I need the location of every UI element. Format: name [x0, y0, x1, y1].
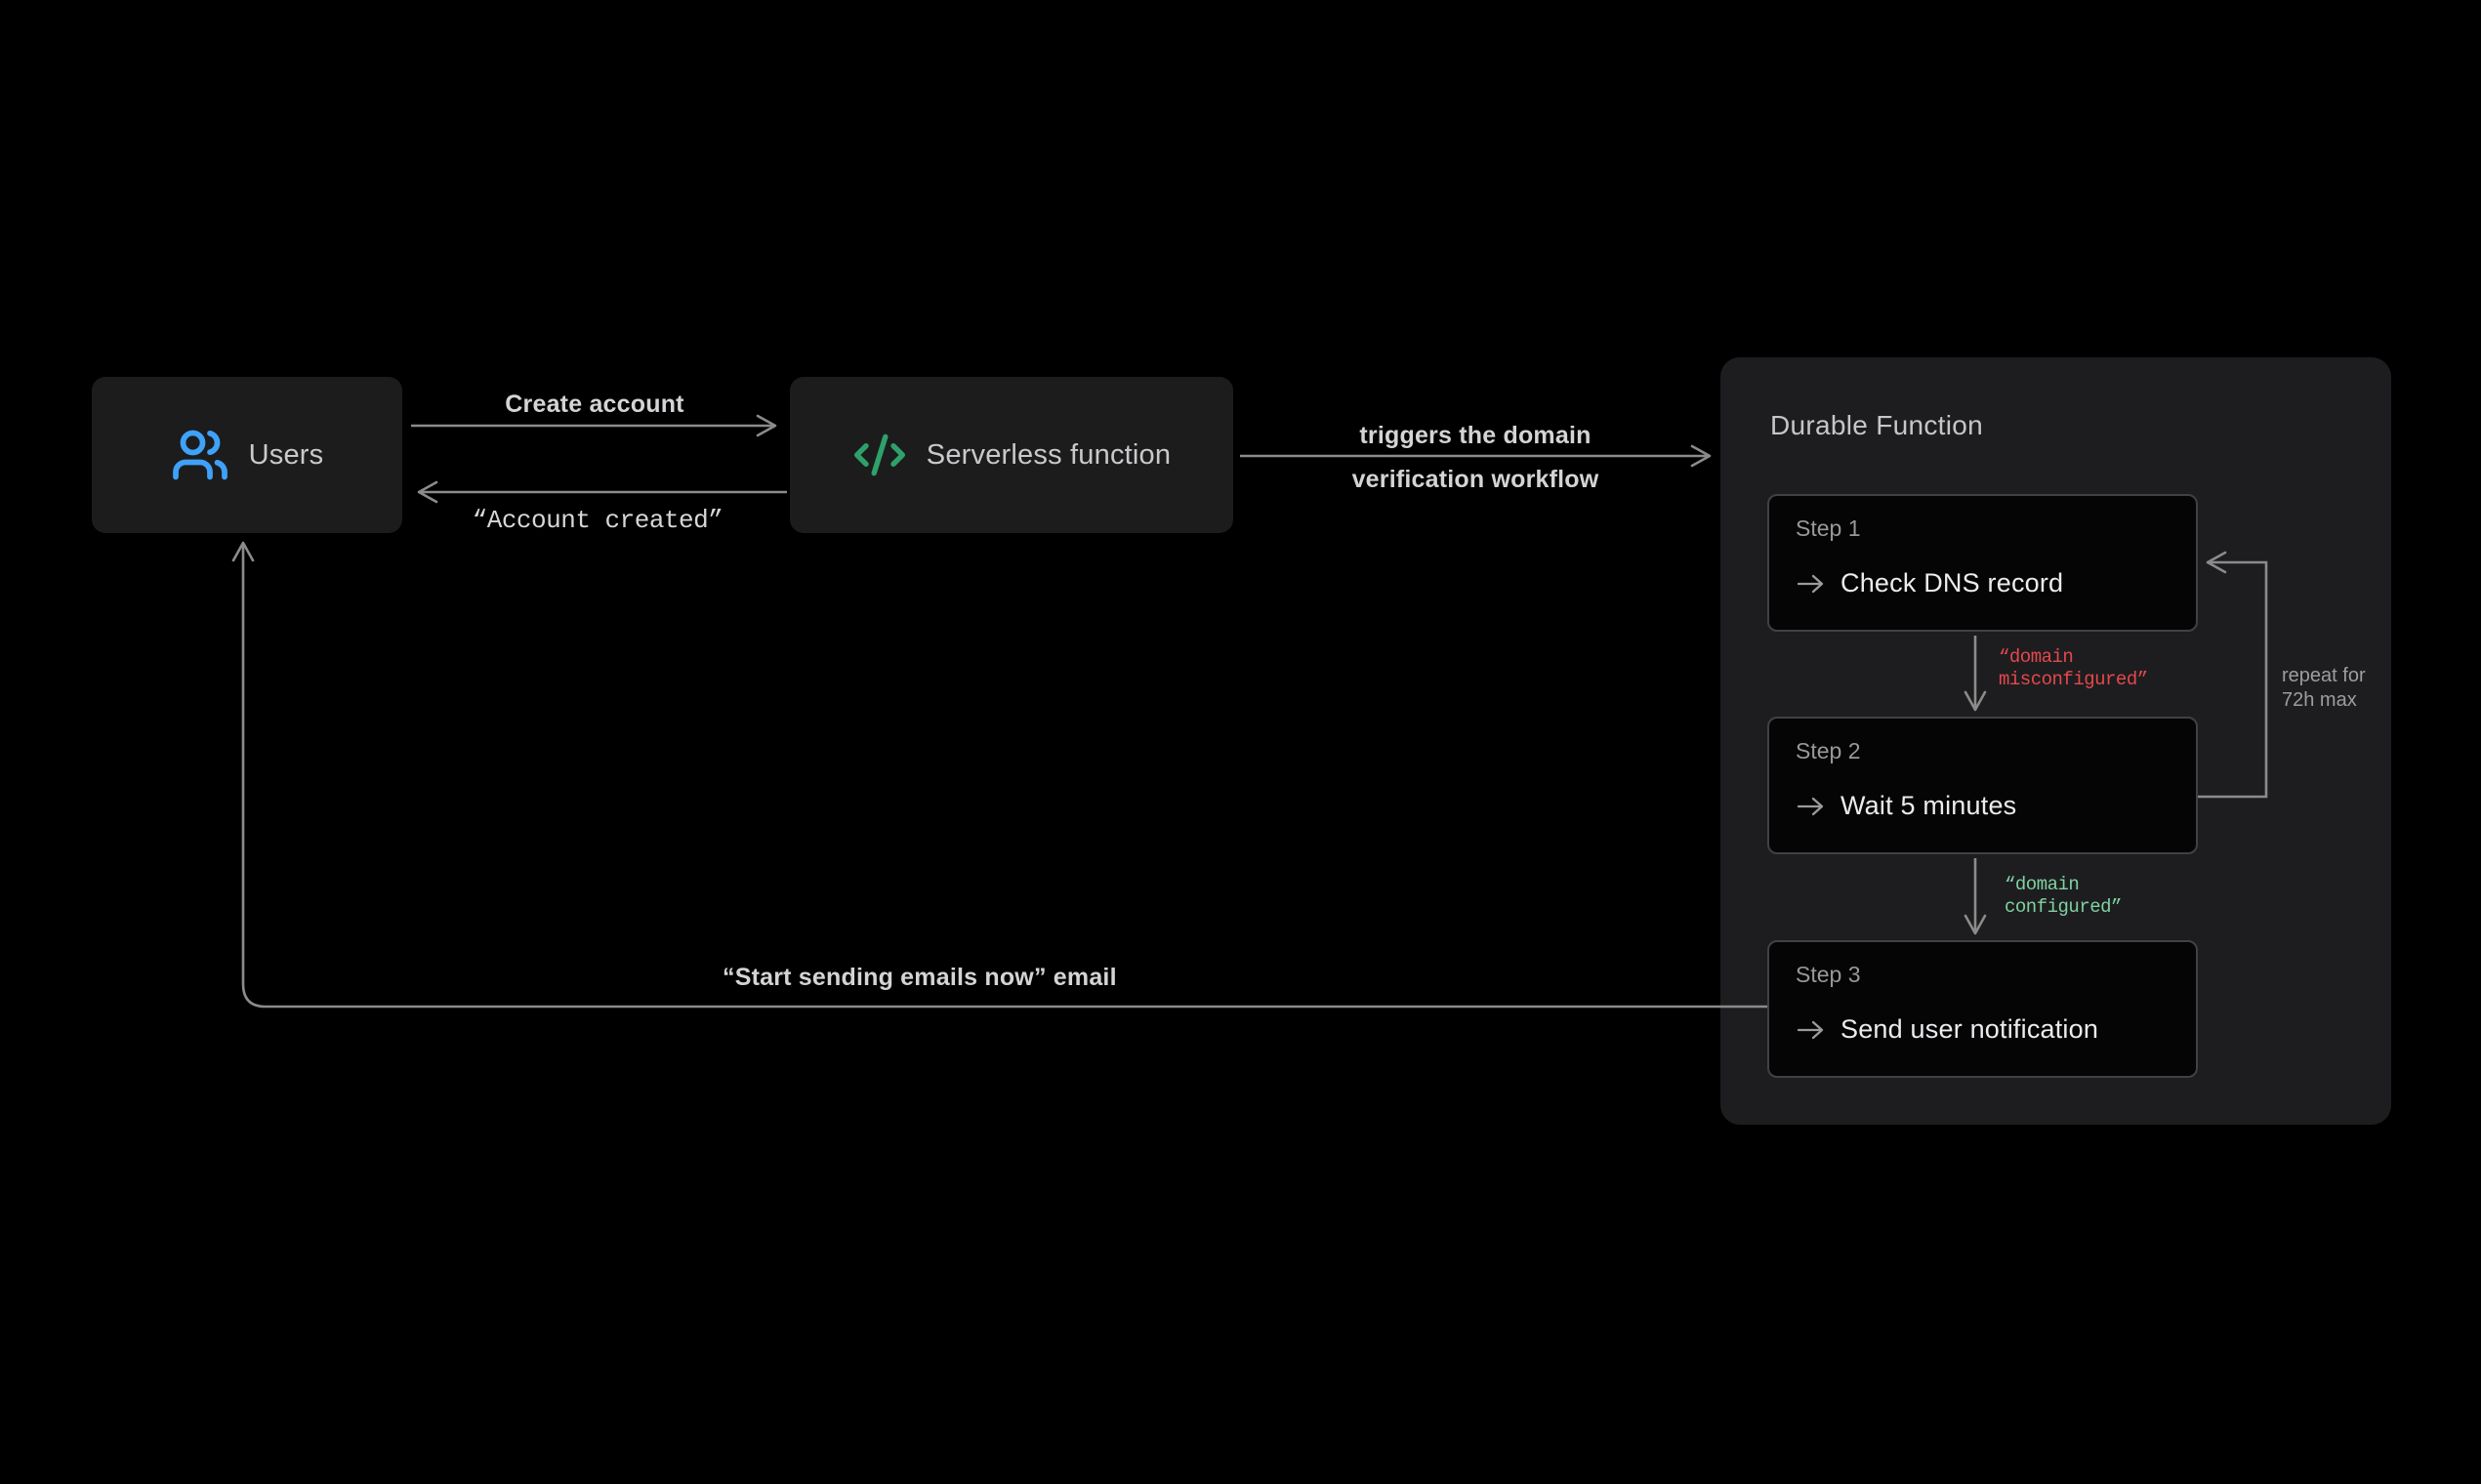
create-account-label: Create account — [505, 391, 684, 418]
step-3-label: Step 3 — [1796, 962, 1861, 987]
users-icon — [172, 430, 227, 480]
users-node: Users — [92, 377, 402, 533]
step-1-action: Check DNS record — [1840, 568, 2064, 598]
start-sending-email-label: “Start sending emails now” email — [723, 964, 1117, 991]
step-1-card: Step 1 Check DNS record — [1767, 494, 2198, 632]
triggers-workflow-label-line1: triggers the domain — [1359, 422, 1592, 449]
step-2-action: Wait 5 minutes — [1840, 791, 2017, 820]
serverless-function-node: Serverless function — [790, 377, 1233, 533]
step-2-label: Step 2 — [1796, 738, 1861, 763]
arrow-right-icon — [1797, 574, 1824, 593]
domain-configured-label: “domain configured” — [2005, 874, 2122, 918]
step-2-card: Step 2 Wait 5 minutes — [1767, 717, 2198, 854]
edge-notification-email-arrow — [231, 541, 1767, 1009]
arrow-right-icon — [1797, 797, 1824, 815]
code-icon — [853, 433, 905, 476]
domain-misconfigured-label: “domain misconfigured” — [1999, 646, 2148, 690]
account-created-label: “Account created” — [472, 506, 724, 535]
repeat-72h-note: repeat for 72h max — [2282, 665, 2366, 711]
users-node-label: Users — [248, 438, 324, 471]
durable-function-title: Durable Function — [1770, 410, 1984, 440]
durable-function-panel: Durable Function Step 1 Check DNS record… — [1720, 357, 2391, 1125]
step-3-action: Send user notification — [1840, 1014, 2099, 1044]
serverless-node-label: Serverless function — [926, 438, 1172, 471]
step-3-card: Step 3 Send user notification — [1767, 940, 2198, 1078]
triggers-workflow-label-line2: verification workflow — [1351, 466, 1599, 493]
step-1-label: Step 1 — [1796, 515, 1861, 541]
arrow-right-icon — [1797, 1020, 1824, 1039]
